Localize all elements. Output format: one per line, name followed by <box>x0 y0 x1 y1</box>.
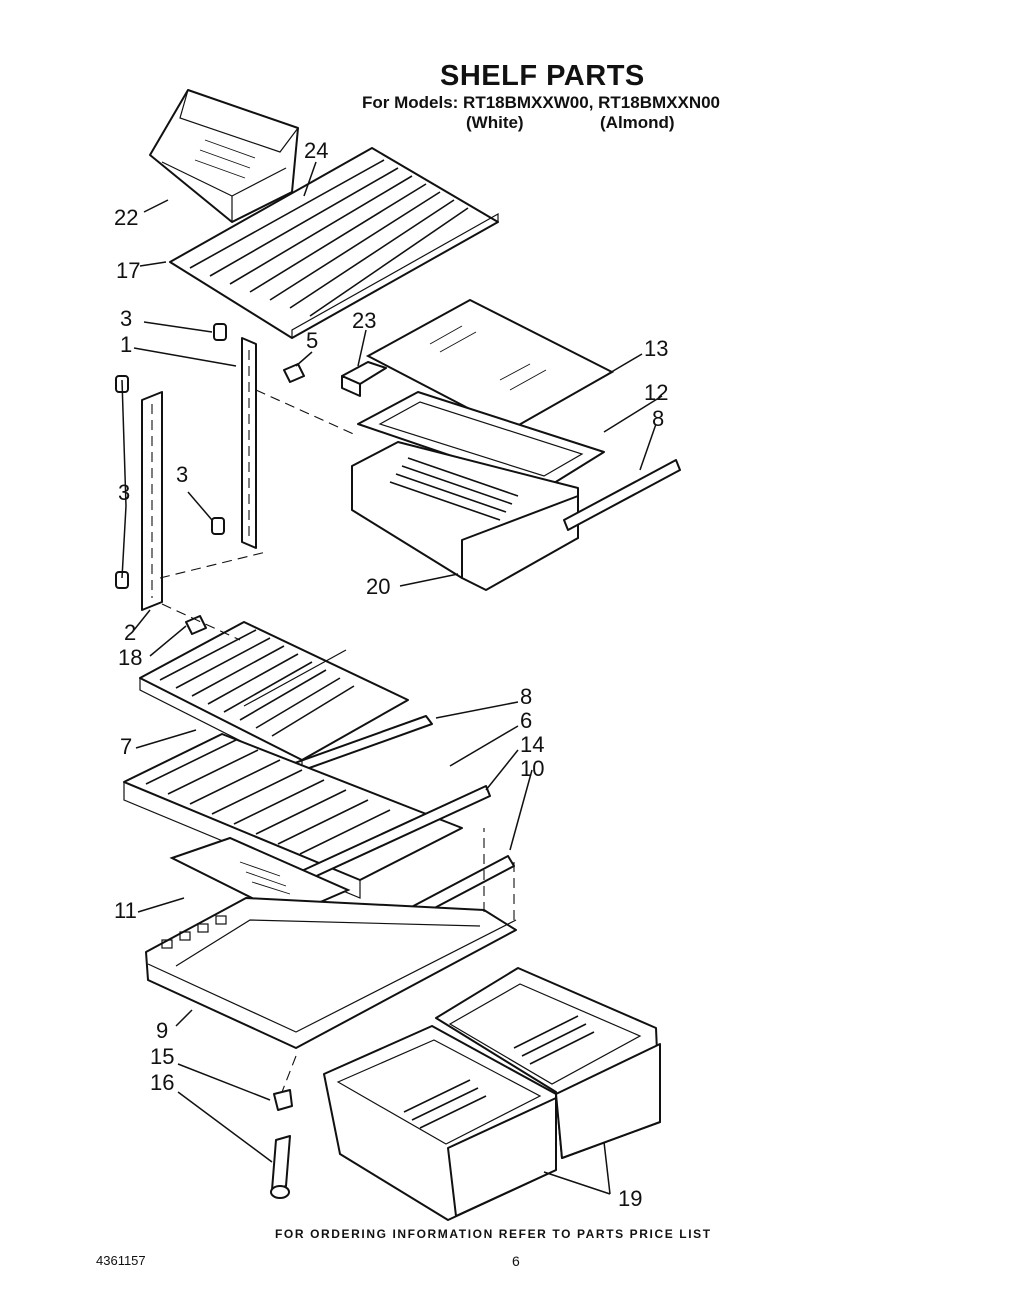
assembly-lines <box>159 389 515 1093</box>
callout-15: 15 <box>150 1044 174 1069</box>
callout-6: 6 <box>520 708 532 733</box>
callout-24: 24 <box>304 138 328 163</box>
screw-part-5 <box>283 363 305 383</box>
callout-16: 16 <box>150 1070 174 1095</box>
utility-bin-part-22 <box>149 89 299 223</box>
meat-pan-drawer-part-20 <box>351 441 579 591</box>
models-line: For Models: RT18BMXXW00, RT18BMXXN00 <box>362 93 721 112</box>
callout-3-left: 3 <box>118 480 130 505</box>
leveling-leg-part-16 <box>270 1135 291 1199</box>
crisper-frame-part-9 <box>145 897 517 1049</box>
callout-19: 19 <box>618 1186 642 1211</box>
callout-10: 10 <box>520 756 544 781</box>
callout-22: 22 <box>114 205 138 230</box>
callout-3-middle: 3 <box>176 462 188 487</box>
crisper-glass-part-11 <box>169 836 351 918</box>
callout-1: 1 <box>120 332 132 357</box>
callout-8-lower: 8 <box>520 684 532 709</box>
callout-5: 5 <box>306 328 318 353</box>
shelf-ladder-part-1 <box>241 337 257 549</box>
variant-almond-label: (Almond) <box>600 113 675 132</box>
callout-12: 12 <box>644 380 668 405</box>
page-title: SHELF PARTS <box>440 60 645 92</box>
callout-3-top: 3 <box>120 306 132 331</box>
variant-white-label: (White) <box>466 113 524 132</box>
callout-7: 7 <box>120 734 132 759</box>
callout-18: 18 <box>118 645 142 670</box>
shelf-assembly-part-7 <box>139 621 409 773</box>
crisper-drawer-right-part-19 <box>435 967 661 1159</box>
glide-part-15 <box>273 1089 293 1111</box>
shelf-ladder-part-2 <box>141 391 163 611</box>
callout-13: 13 <box>644 336 668 361</box>
callout-17: 17 <box>116 258 140 283</box>
ladder-cap-part-3 <box>115 323 227 589</box>
page-number: 6 <box>512 1253 520 1269</box>
callout-14: 14 <box>520 732 544 757</box>
callout-2: 2 <box>124 620 136 645</box>
ordering-note: FOR ORDERING INFORMATION REFER TO PARTS … <box>275 1227 712 1241</box>
callout-20: 20 <box>366 574 390 599</box>
callout-labels: 22 17 24 3 1 5 23 13 12 8 3 3 20 2 18 8 … <box>114 138 668 1211</box>
callout-11: 11 <box>114 898 137 923</box>
wire-shelf-part-17 <box>169 147 499 339</box>
crisper-drawer-left-part-19 <box>323 1025 557 1221</box>
callout-9: 9 <box>156 1018 168 1043</box>
callout-8-upper: 8 <box>652 406 664 431</box>
document-number: 4361157 <box>96 1253 146 1268</box>
callout-23: 23 <box>352 308 376 333</box>
leader-lines <box>121 161 663 1195</box>
screw-part-18 <box>185 615 207 635</box>
spacer-part-23 <box>341 361 387 397</box>
